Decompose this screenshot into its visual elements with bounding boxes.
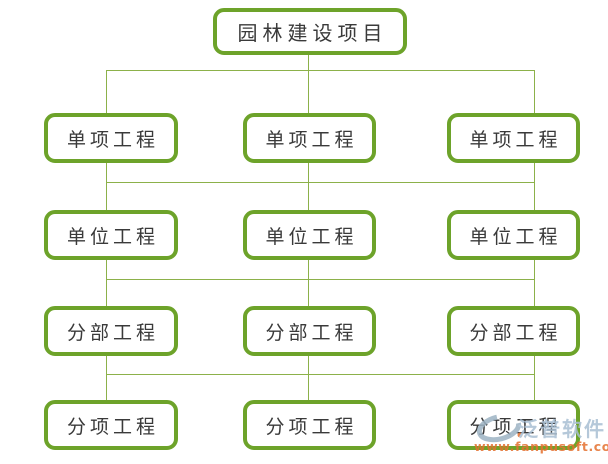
connector-vertical-col2-gap3 [308,260,309,306]
node-label: 分部工程 [66,321,159,344]
node-label: 单位工程 [265,225,358,248]
connector-vertical-col2-gap4 [308,356,309,400]
node-label: 单位工程 [66,225,159,248]
node-label: 分部工程 [469,321,562,344]
node-root: 园林建设项目 [213,8,407,55]
node-level1-col3: 单项工程 [447,113,580,163]
node-label: 单项工程 [469,128,562,151]
node-label: 单位工程 [469,225,562,248]
node-label: 分项工程 [66,415,159,438]
node-level4-col1: 分项工程 [44,400,178,450]
watermark-brand: 泛普软件 [518,417,606,441]
node-label: 单项工程 [66,128,159,151]
node-level3-col3: 分部工程 [447,306,580,356]
connector-vertical-col1-gap3 [106,260,107,306]
node-label: 单项工程 [265,128,358,151]
node-level2-col3: 单位工程 [447,210,580,260]
node-level2-col2: 单位工程 [243,210,376,260]
watermark-url: www.fanpusoft.com [474,439,608,454]
node-level3-col2: 分部工程 [243,306,376,356]
node-label: 分部工程 [265,321,358,344]
connector-vertical-col3-gap3 [534,260,535,306]
node-level1-col1: 单项工程 [44,113,178,163]
connector-horizontal-level2 [106,182,534,183]
connector-vertical-col1-gap1 [106,70,107,113]
connector-vertical-col2-gap2 [308,163,309,210]
connector-vertical-col1-gap2 [106,163,107,210]
connector-vertical-col3-gap2 [534,163,535,210]
node-root-label: 园林建设项目 [237,21,388,45]
node-level2-col1: 单位工程 [44,210,178,260]
node-level3-col1: 分部工程 [44,306,178,356]
connector-vertical-col3-gap4 [534,356,535,400]
connector-horizontal-level3 [106,279,534,280]
fanpu-swoosh-logo-icon [474,413,524,444]
connector-horizontal-level1 [106,70,534,71]
connector-vertical-col1-gap4 [106,356,107,400]
node-level1-col2: 单项工程 [243,113,376,163]
node-label: 分项工程 [265,415,358,438]
watermark: 泛普软件 www.fanpusoft.com [468,411,608,457]
node-level4-col3: 分项工程 [447,400,580,450]
connector-horizontal-level4 [106,374,534,375]
connector-vertical-col2-gap1 [308,55,309,113]
connector-vertical-col3-gap1 [534,70,535,113]
node-level4-col2: 分项工程 [243,400,376,450]
